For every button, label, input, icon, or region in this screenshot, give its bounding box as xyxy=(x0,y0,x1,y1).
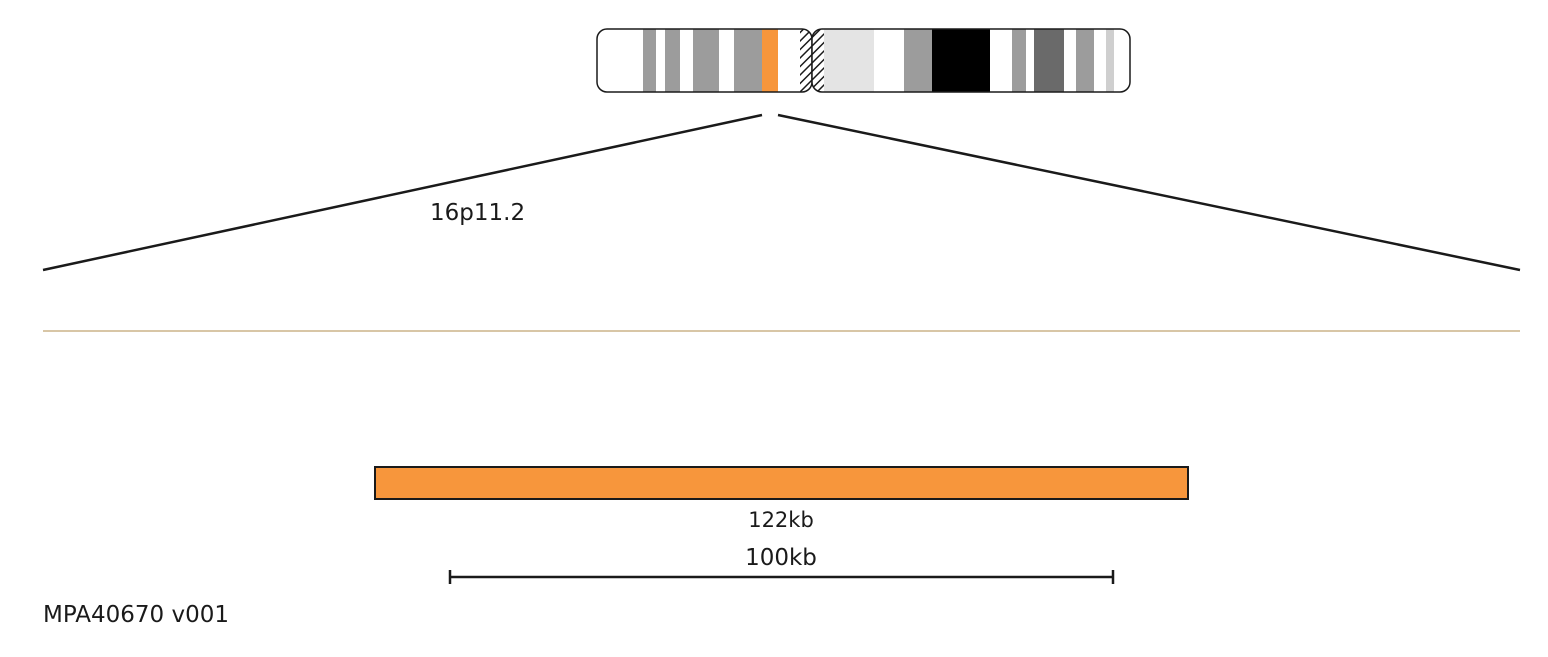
zoom-line-right xyxy=(777,113,1521,272)
chromosome-q-arm xyxy=(812,29,1130,92)
probe-id-label: MPA40670 v001 xyxy=(43,602,229,628)
zoom-line-left xyxy=(42,113,763,272)
scale-bar-label: 100kb xyxy=(745,545,817,571)
region-size-label: 122kb xyxy=(748,508,814,532)
centromere-q xyxy=(812,29,824,92)
chromosome-q-outline xyxy=(811,28,1131,93)
chromosome-p-arm xyxy=(597,29,812,92)
band-label: 16p11.2 xyxy=(430,200,525,226)
region-bar xyxy=(374,466,1189,500)
centromere-p xyxy=(800,29,812,92)
highlighted-band xyxy=(762,29,778,92)
scale-bar xyxy=(448,570,1115,584)
